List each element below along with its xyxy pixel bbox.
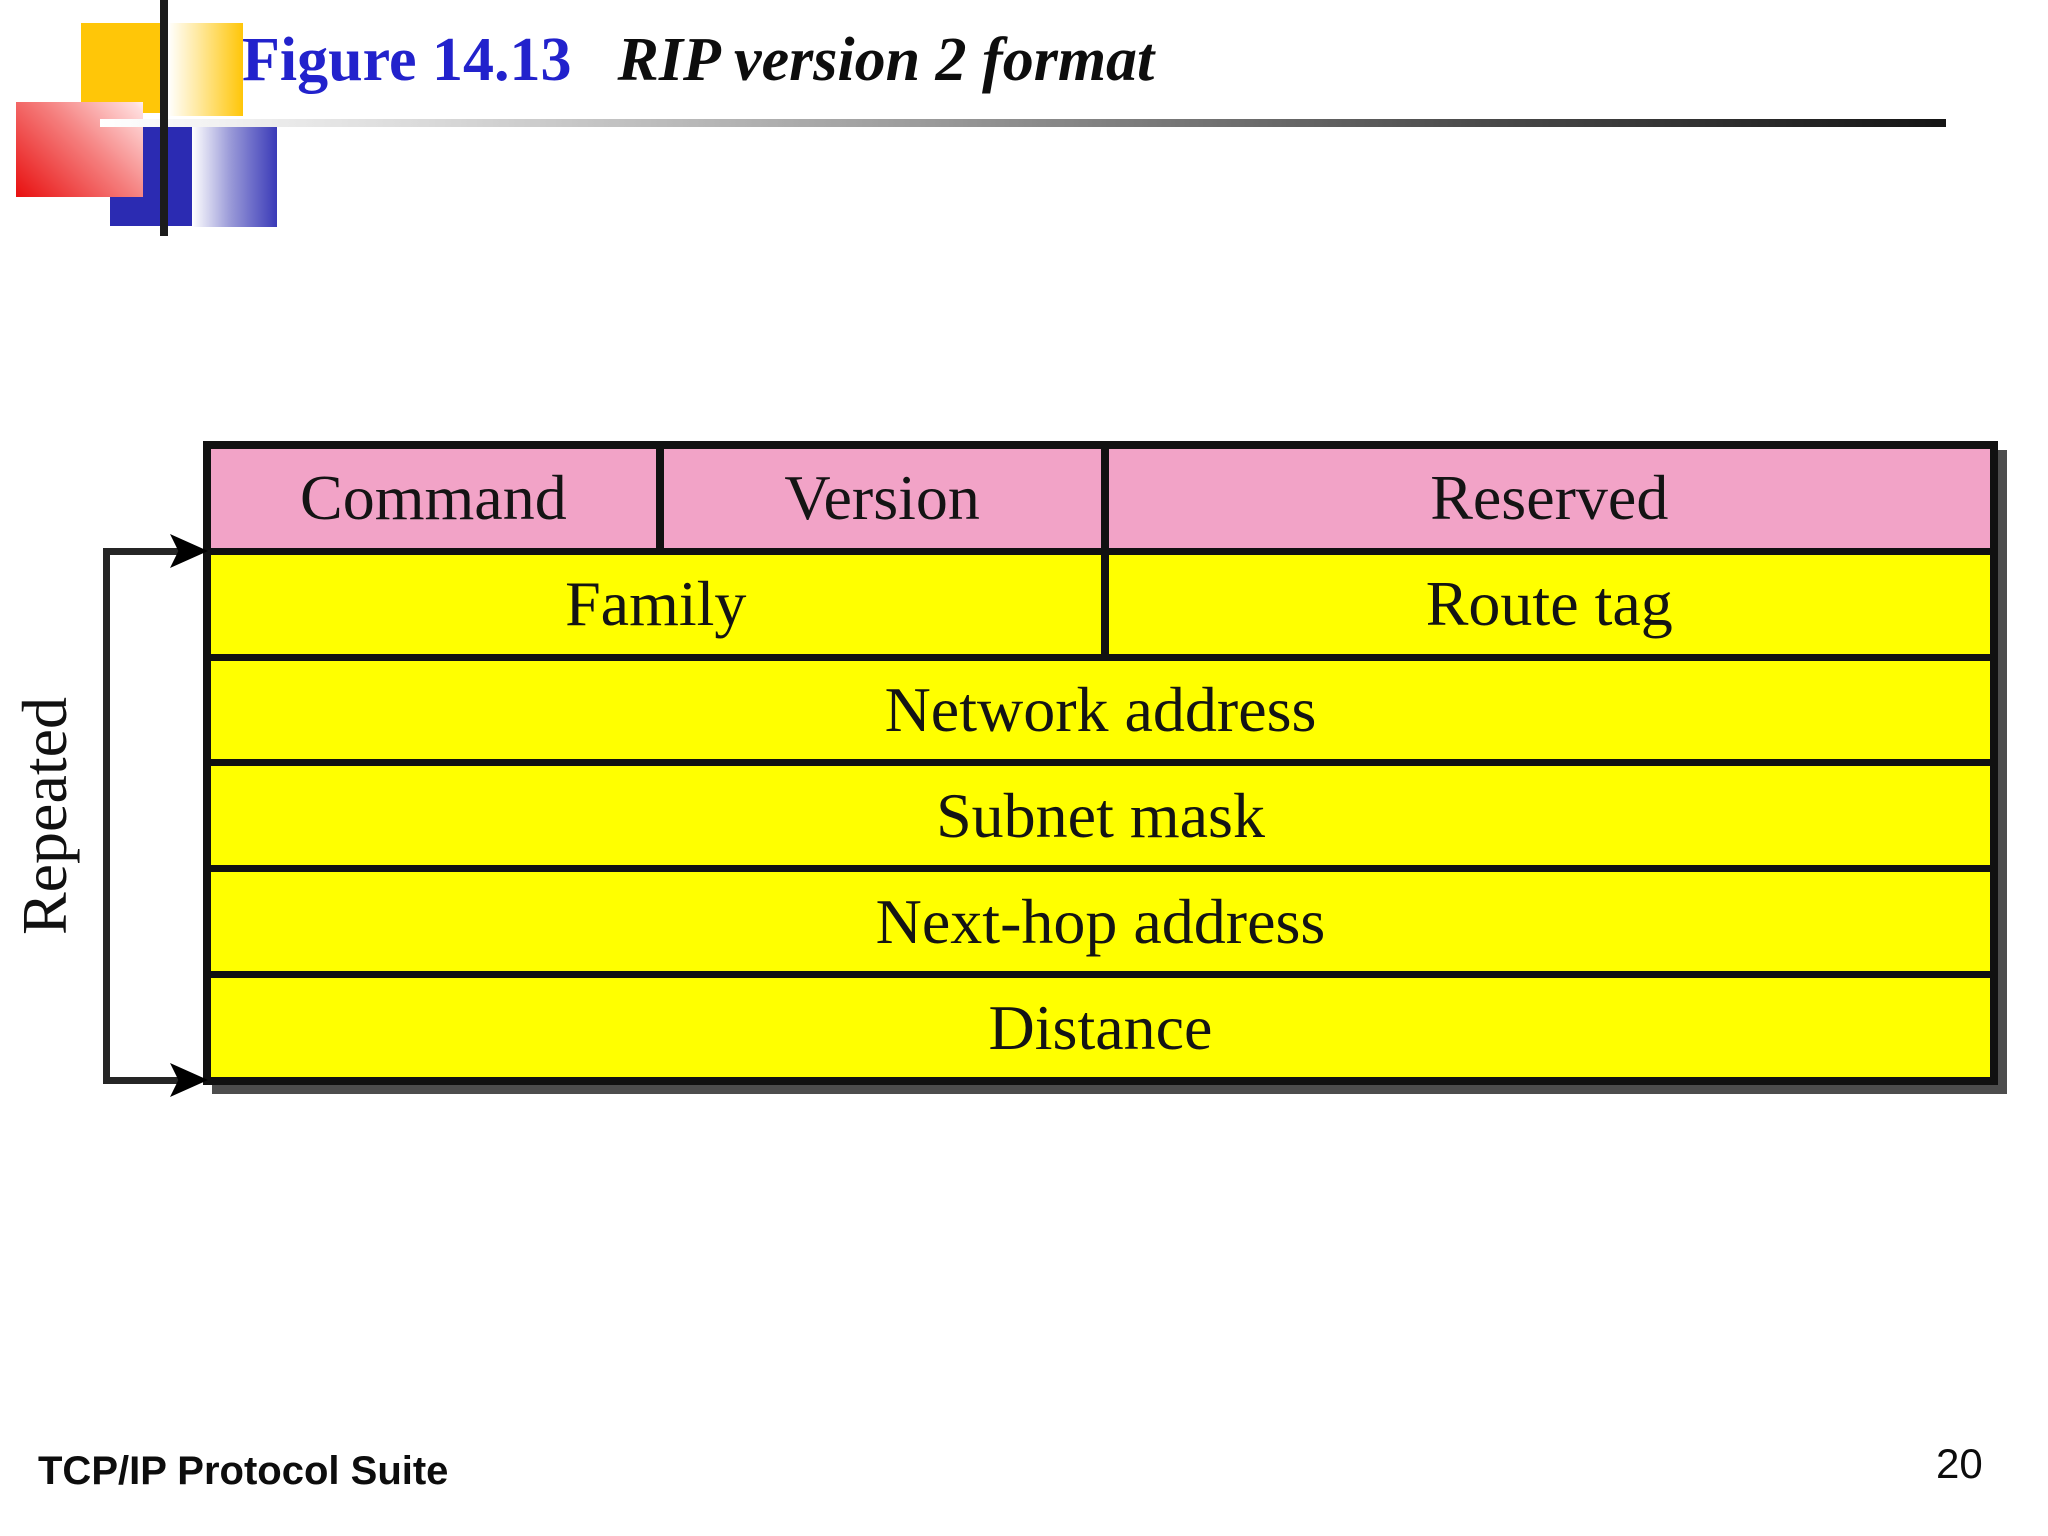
repeat-bracket-top-shaft	[103, 548, 181, 555]
field-next-hop-address: Next-hop address	[875, 885, 1326, 957]
table-row-network-address: Network address	[211, 653, 1990, 760]
field-reserved: Reserved	[1100, 449, 1991, 548]
figure-title-text: RIP version 2 format	[617, 26, 1155, 94]
table-row-subnet-mask: Subnet mask	[211, 759, 1990, 866]
page-number: 20	[1936, 1440, 1983, 1487]
logo-gold-square	[81, 23, 160, 113]
rip-format-table: Command Version Reserved Family Route ta…	[203, 441, 1998, 1085]
field-route-tag: Route tag	[1100, 554, 1991, 654]
logo-vertical-line	[160, 0, 168, 236]
logo-red-gradient-square	[16, 102, 143, 197]
header-horizontal-rule	[100, 119, 1946, 127]
figure-number-label: Figure 14.13	[242, 26, 572, 94]
repeat-bracket-line	[103, 548, 110, 1084]
field-version: Version	[655, 449, 1101, 548]
table-row-distance: Distance	[211, 971, 1990, 1077]
field-distance: Distance	[988, 991, 1213, 1063]
field-family: Family	[565, 568, 747, 640]
table-row-next-hop-address: Next-hop address	[211, 865, 1990, 972]
logo-blue-gradient-square	[192, 127, 277, 227]
field-command: Command	[300, 462, 567, 534]
field-network-address: Network address	[884, 674, 1317, 746]
logo-gold-gradient-square	[168, 23, 243, 116]
field-subnet-mask: Subnet mask	[936, 779, 1265, 851]
table-row-header: Command Version Reserved	[211, 449, 1990, 548]
slide-title: Figure 14.13 RIP version 2 format	[242, 26, 1155, 94]
repeat-bracket-bottom-shaft	[103, 1077, 181, 1084]
repeated-label: Repeated	[9, 696, 80, 936]
table-row-family: Family Route tag	[211, 547, 1991, 654]
footer-book-title: TCP/IP Protocol Suite	[38, 1449, 449, 1493]
